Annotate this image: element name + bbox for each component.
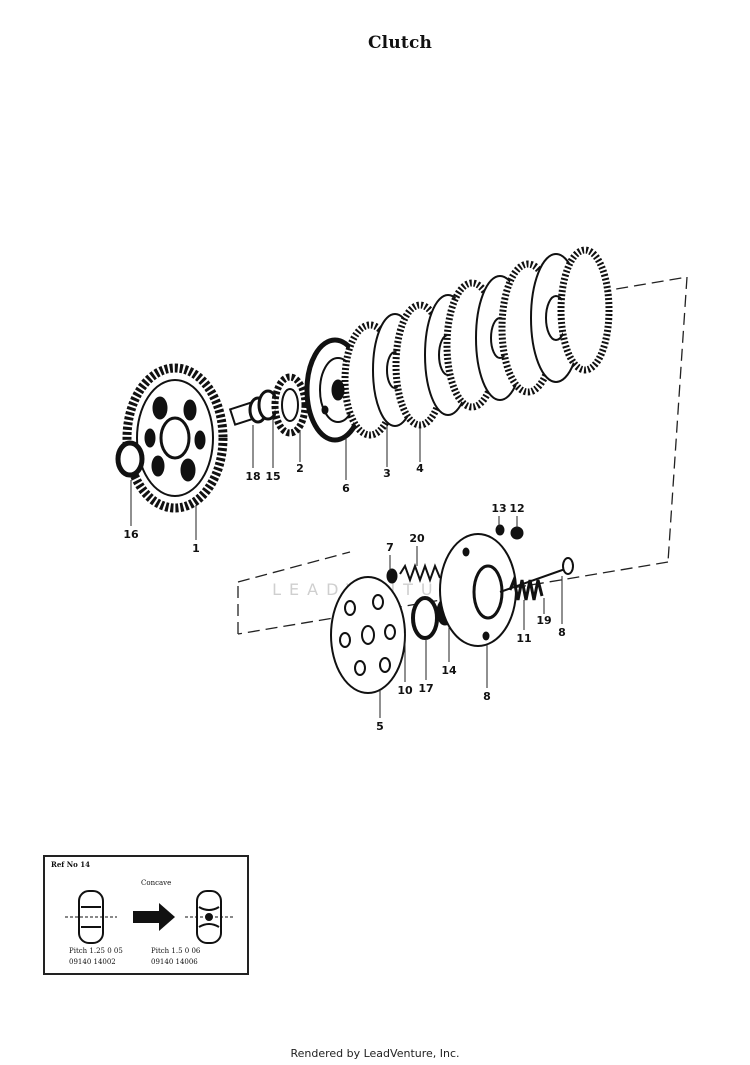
callout-11: 11	[516, 632, 531, 645]
inset-ref-label: Ref No 14	[51, 860, 90, 869]
callout-12: 12	[509, 502, 524, 515]
nut-concave-icon	[185, 890, 235, 944]
callout-labels: 1 2 3 4 5 6 7 8 8 10 11 12 13 14 15 16 1…	[123, 462, 565, 733]
callout-8b: 8	[558, 626, 566, 639]
ball-13	[495, 524, 505, 536]
callout-13: 13	[491, 502, 506, 515]
footer-credit: Rendered by LeadVenture, Inc.	[290, 1047, 460, 1060]
callout-16: 16	[123, 528, 139, 541]
washer-17	[411, 596, 439, 640]
callout-3: 3	[383, 467, 391, 480]
callout-1: 1	[192, 542, 200, 555]
inset-concave-label: Concave	[141, 879, 172, 887]
screw-7	[386, 568, 398, 584]
nut-12	[510, 526, 524, 540]
pressure-plate-5	[330, 576, 406, 694]
spring-20	[399, 563, 441, 583]
callout-2: 2	[296, 462, 304, 475]
right-part-number: 09140 14006	[151, 958, 198, 966]
friction-plate	[557, 246, 613, 374]
callout-7: 7	[386, 541, 394, 554]
washer-16	[115, 440, 145, 478]
push-rod-9	[499, 557, 574, 593]
left-part-number: 09140 14002	[69, 958, 116, 966]
arrow-right-icon	[133, 903, 175, 931]
leader-lines	[130, 418, 563, 718]
ref-14-inset: Ref No 14 Concave Pitch 1.25 0 05 0	[43, 855, 249, 975]
callout-14: 14	[441, 664, 457, 677]
callout-6: 6	[342, 482, 350, 495]
nut-flat-icon	[65, 890, 117, 944]
clutch-housing	[122, 363, 228, 513]
callout-10: 10	[397, 684, 413, 697]
callout-15: 15	[265, 470, 280, 483]
callout-17: 17	[418, 682, 433, 695]
callout-20: 20	[409, 532, 425, 545]
callout-5: 5	[376, 720, 384, 733]
release-plate-8	[439, 533, 517, 647]
diagram-title: Clutch	[367, 33, 433, 53]
callout-18: 18	[245, 470, 260, 483]
sleeve-15	[257, 389, 279, 421]
left-pitch-label: Pitch 1.25 0 05	[69, 947, 123, 955]
inset-drawing	[65, 890, 235, 944]
callout-4: 4	[416, 462, 424, 475]
right-pitch-label: Pitch 1.5 0 06	[151, 947, 201, 955]
callout-8a: 8	[483, 690, 491, 703]
gear-2	[271, 373, 309, 437]
callout-19: 19	[536, 614, 551, 627]
